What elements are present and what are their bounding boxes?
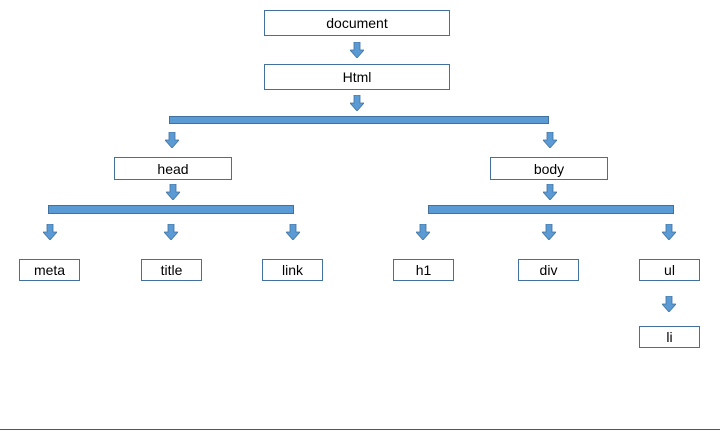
down-arrow-icon — [543, 132, 557, 148]
down-arrow-icon — [166, 184, 180, 200]
connector-bar-body-children — [428, 205, 674, 214]
node-h1: h1 — [393, 259, 454, 281]
node-ul: ul — [639, 259, 700, 281]
down-arrow-icon — [164, 224, 178, 240]
down-arrow-icon — [416, 224, 430, 240]
node-div: div — [518, 259, 579, 281]
down-arrow-icon — [662, 296, 676, 312]
node-head: head — [114, 157, 232, 180]
node-html: Html — [264, 64, 450, 90]
down-arrow-icon — [286, 224, 300, 240]
down-arrow-icon — [542, 224, 556, 240]
down-arrow-icon — [350, 42, 364, 58]
node-body: body — [490, 157, 608, 180]
node-title: title — [141, 259, 202, 281]
node-link: link — [262, 259, 323, 281]
down-arrow-icon — [350, 95, 364, 111]
bottom-divider — [0, 429, 720, 430]
node-document: document — [264, 10, 450, 36]
down-arrow-icon — [43, 224, 57, 240]
connector-bar-head-children — [48, 205, 294, 214]
down-arrow-icon — [543, 184, 557, 200]
connector-bar-html-children — [169, 116, 549, 124]
down-arrow-icon — [165, 132, 179, 148]
down-arrow-icon — [662, 224, 676, 240]
node-meta: meta — [19, 259, 80, 281]
node-li: li — [639, 326, 700, 348]
